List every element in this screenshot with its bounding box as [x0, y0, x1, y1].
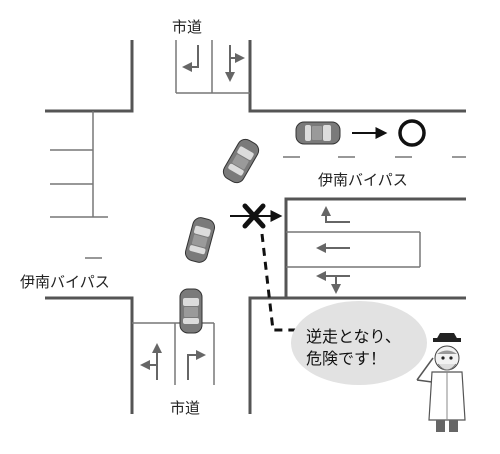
car-correct-lane [295, 121, 341, 145]
bottom-lane-arrows [140, 343, 206, 380]
bypass-label-left: 伊南バイパス [20, 273, 110, 291]
street-label-bottom: 市道 [170, 399, 201, 417]
warning-bubble [291, 301, 427, 385]
warning-line-2: 危険です！ [306, 349, 387, 368]
car-wrong-way [183, 215, 217, 265]
right-lane-box [286, 231, 421, 268]
bypass-label-right: 伊南バイパス [318, 171, 408, 189]
curb-bottom-right [248, 296, 466, 414]
curb-bottom-left [45, 296, 134, 414]
street-label-top: 市道 [172, 18, 203, 36]
road-edges [45, 40, 466, 414]
wrong-x-icon [242, 203, 266, 229]
car-bottom [179, 288, 203, 334]
curb-median [284, 197, 466, 298]
straight-left-turn-arrow-icon [321, 206, 350, 223]
curb-top-right [248, 40, 466, 113]
bubble-pointer [260, 233, 305, 332]
right-lane-arrows [316, 206, 350, 294]
right-turn-arrow-icon [187, 350, 206, 380]
top-lane-box [175, 40, 250, 94]
top-lane-arrows [182, 45, 245, 82]
warning-text: 逆走となり、 危険です！ [306, 326, 401, 370]
turn-left-arrow-icon [182, 45, 199, 72]
car-turning [219, 135, 263, 187]
teacher-character-icon [416, 333, 466, 432]
warning-line-1: 逆走となり、 [306, 327, 401, 346]
left-road-markings [50, 111, 108, 259]
curb-top-left [45, 40, 134, 113]
correct-circle-icon [398, 119, 426, 147]
